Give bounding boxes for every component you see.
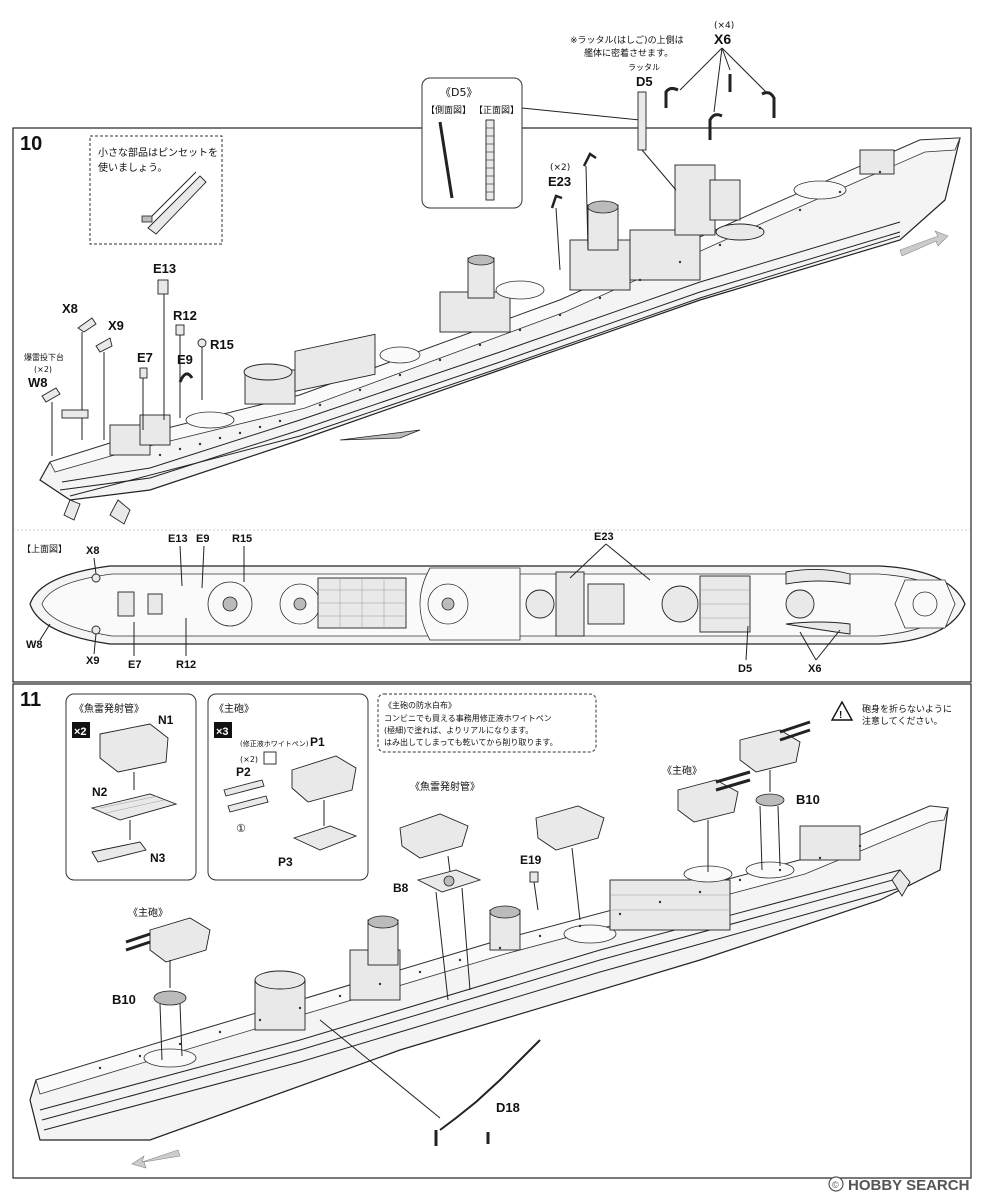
label-gun-front: 《主砲》 <box>128 906 168 919</box>
label-w8: W8 <box>28 375 48 390</box>
top-view-title: 【上面図】 <box>22 544 67 555</box>
note-line-2: (極細)で塗れば、よりリアルになります。 <box>384 725 533 735</box>
gun-cloth-note: 《主砲の防水白布》 コンビニでも買える事務用修正液ホワイトペン (極細)で塗れば… <box>377 693 597 753</box>
d5-box-title: 《D5》 <box>440 86 477 99</box>
top-label-x8: X8 <box>86 545 99 557</box>
d18-railing-part <box>439 1039 541 1131</box>
label-gun-rear: 《主砲》 <box>662 764 702 777</box>
circle-one: ① <box>236 822 246 835</box>
label-torpedo-1: 《魚雷発射管》 <box>410 780 480 793</box>
ship-hull-side-view <box>39 137 961 525</box>
d5-front-label: 【正面図】 <box>474 105 519 116</box>
stern-direction-arrow <box>131 1149 181 1169</box>
svg-text:!: ! <box>839 710 842 721</box>
ladder-note-line-1: ※ラッタル(はしご)の上側は <box>570 34 684 46</box>
label-r12: R12 <box>173 308 197 323</box>
label-p3: P3 <box>278 855 293 869</box>
label-e7: E7 <box>137 350 153 365</box>
label-x6: X6 <box>714 31 731 47</box>
label-b10-rear: B10 <box>796 792 820 807</box>
ladder-word: ラッタル <box>628 63 660 72</box>
label-e23: E23 <box>548 174 571 189</box>
step-10-panel: 10 小さな部品はピンセットを 使いましょう。 《D5》 【側面図】 【正面図】 <box>12 21 972 683</box>
label-x8: X8 <box>62 301 78 316</box>
top-label-x6: X6 <box>808 663 821 675</box>
w8-count: (×2) <box>34 365 52 374</box>
label-p1: P1 <box>310 735 325 749</box>
pen-note: (修正液ホワイトペン) <box>240 739 309 748</box>
p2-count: (×2) <box>240 755 258 764</box>
gun-box-title: 《主砲》 <box>214 702 254 715</box>
top-view-leaders <box>39 543 841 661</box>
torpedo-multiplier: ×2 <box>74 726 87 738</box>
ship-top-view <box>29 565 966 645</box>
note-title: 《主砲の防水白布》 <box>384 700 456 710</box>
label-d5: D5 <box>636 74 653 89</box>
x6-davit-parts <box>664 74 776 140</box>
bow-direction-arrow <box>899 230 949 257</box>
torpedo-box-title: 《魚雷発射管》 <box>74 702 144 715</box>
hobby-search-watermark: © HOBBY SEARCH <box>828 1176 969 1194</box>
label-b10-front: B10 <box>112 992 136 1007</box>
top-label-r12: R12 <box>176 659 196 671</box>
warning-note: ! 砲身を折らないように 注意してください。 <box>830 700 952 727</box>
tweezers-tip-box: 小さな部品はピンセットを 使いましょう。 <box>89 135 223 245</box>
d5-ladder-part <box>637 91 647 151</box>
top-label-x9: X9 <box>86 655 99 667</box>
top-label-w8: W8 <box>26 639 43 651</box>
label-n1: N1 <box>158 713 174 727</box>
warning-icon <box>830 700 854 721</box>
tweezers-icon <box>141 171 207 235</box>
d5-side-view <box>438 121 454 199</box>
label-p2: P2 <box>236 765 251 779</box>
e23-count: (×2) <box>550 163 570 173</box>
label-e19: E19 <box>520 853 542 867</box>
x6-leader-lines <box>679 47 767 113</box>
w8-name: 爆雷投下台 <box>24 352 64 362</box>
x6-count: (×4) <box>714 21 734 31</box>
warning-line-1: 砲身を折らないように <box>862 703 952 715</box>
torpedo-sub-box: 《魚雷発射管》 ×2 N1 N2 N3 <box>65 693 197 881</box>
step-11-number: 11 <box>20 689 41 711</box>
label-d18: D18 <box>496 1100 520 1115</box>
gun-multiplier: ×3 <box>216 726 229 738</box>
tip-line-2: 使いましょう。 <box>98 161 167 174</box>
watermark-brand: HOBBY SEARCH <box>848 1177 969 1194</box>
label-n3: N3 <box>150 851 166 865</box>
copyright-symbol: © <box>832 1180 839 1190</box>
top-label-e9: E9 <box>196 533 209 545</box>
gun-sub-box: 《主砲》 ×3 (修正液ホワイトペン) P1 (×2) P2 ① P3 <box>207 693 369 881</box>
label-b8: B8 <box>393 881 409 895</box>
note-line-1: コンビニでも買える事務用修正液ホワイトペン <box>384 713 552 723</box>
top-label-e23: E23 <box>594 531 614 543</box>
label-e13: E13 <box>153 261 176 276</box>
note-line-3: はみ出してしまっても乾いてから削り取ります。 <box>384 737 558 747</box>
ship-hull-step11 <box>29 805 949 1141</box>
top-label-d5: D5 <box>738 663 752 675</box>
d5-detail-box: 《D5》 【側面図】 【正面図】 <box>421 77 641 209</box>
top-label-e13: E13 <box>168 533 188 545</box>
warning-line-2: 注意してください。 <box>862 715 942 727</box>
top-label-r15: R15 <box>232 533 252 545</box>
label-r15: R15 <box>210 337 234 352</box>
ladder-note-line-2: 艦体に密着させます。 <box>584 47 673 59</box>
tip-line-1: 小さな部品はピンセットを <box>98 146 218 159</box>
label-n2: N2 <box>92 785 108 799</box>
step-11-panel: 11 《魚雷発射管》 ×2 N1 N2 N3 《主砲》 ×3 (修正液ホワイトペ… <box>12 683 972 1179</box>
label-x9: X9 <box>108 318 124 333</box>
label-e9: E9 <box>177 352 193 367</box>
top-label-e7: E7 <box>128 659 141 671</box>
d5-side-label: 【側面図】 <box>426 104 471 116</box>
step-10-number: 10 <box>20 133 42 155</box>
small-parts-step10 <box>41 149 677 456</box>
